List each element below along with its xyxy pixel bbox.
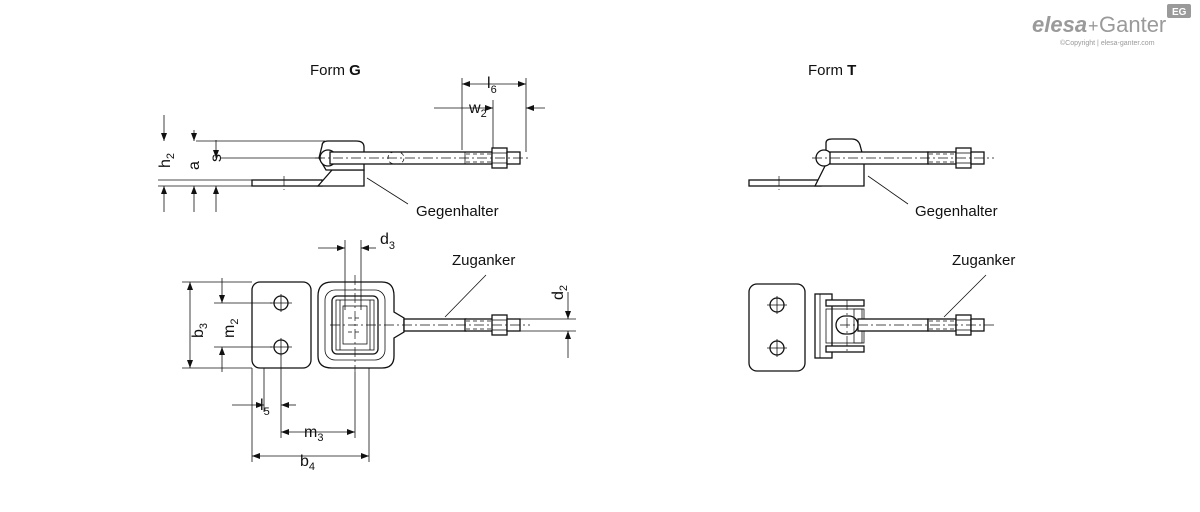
brand-name-part2: Ganter xyxy=(1099,12,1166,37)
dim-b3-label: b3 xyxy=(190,323,210,338)
form-t-title: Form T xyxy=(808,62,856,79)
form-g-side-view xyxy=(251,140,530,190)
brand-badge: EG xyxy=(1172,7,1187,18)
form-g-title: Form G xyxy=(310,62,361,79)
brand-name-part1: elesa xyxy=(1032,12,1087,37)
form-t-top-view xyxy=(748,283,994,372)
dim-l6-label: l6 xyxy=(487,75,497,96)
brand-logo: elesa + Ganter EG ©Copyright | elesa-gan… xyxy=(1032,4,1191,47)
form-t-side-view xyxy=(748,138,994,190)
t-tension-anchor-label: Zuganker xyxy=(952,252,1015,269)
t-tension-anchor-leader xyxy=(943,274,987,318)
form-g-top-view xyxy=(251,275,530,372)
t-side-base-plate xyxy=(748,179,822,187)
g-top-base-plate xyxy=(251,281,312,369)
g-side-top-dims: l6 w2 xyxy=(434,75,545,152)
dim-a-label: a xyxy=(186,161,203,170)
g-counter-holder-leader xyxy=(366,177,409,205)
t-counter-holder-leader xyxy=(867,175,909,205)
g-side-vertical-dims: h2 a s xyxy=(157,115,325,212)
dim-d2-label: d2 xyxy=(550,285,570,300)
brand-copyright: ©Copyright | elesa-ganter.com xyxy=(1060,39,1155,47)
dim-h2-label: h2 xyxy=(157,153,177,168)
brand-badge-box xyxy=(1167,4,1191,18)
dim-w2-label: w2 xyxy=(468,100,487,120)
t-top-bracket xyxy=(814,293,833,359)
dim-m3-label: m3 xyxy=(304,424,323,444)
brand-separator: + xyxy=(1088,16,1099,36)
g-tension-anchor-label: Zuganker xyxy=(452,252,515,269)
t-top-base-plate xyxy=(748,283,806,372)
g-tension-anchor-leader xyxy=(444,274,487,318)
g-counter-holder-label: Gegenhalter xyxy=(416,203,499,220)
g-side-base-plate xyxy=(251,179,323,187)
dim-m2-label: m2 xyxy=(221,319,241,338)
dim-b4-label: b4 xyxy=(300,453,315,473)
dim-l5-label: l5 xyxy=(260,397,270,418)
g-top-dims: d3 d2 b3 m2 l5 xyxy=(182,231,576,473)
g-side-bracket xyxy=(316,169,365,187)
dim-d3-label: d3 xyxy=(380,231,395,252)
t-counter-holder-label: Gegenhalter xyxy=(915,203,998,220)
dim-s-label: s xyxy=(208,154,225,162)
